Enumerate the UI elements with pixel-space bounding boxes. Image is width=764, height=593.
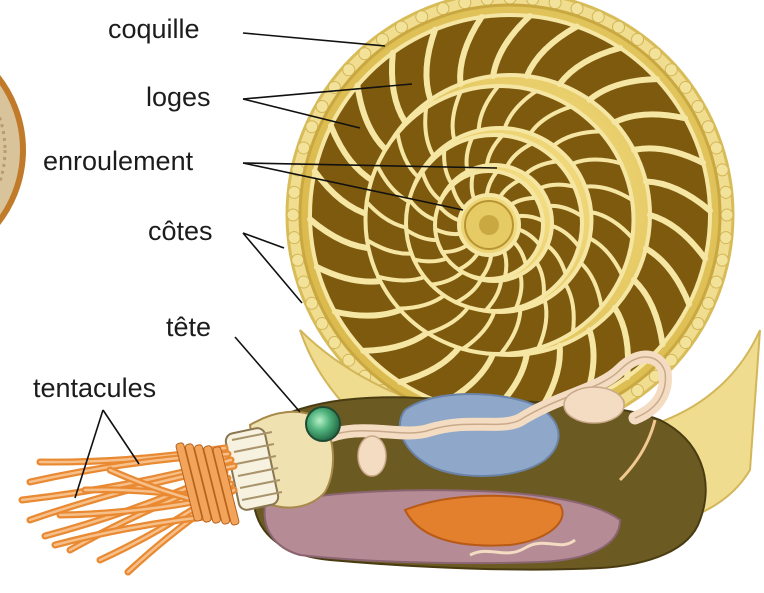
left-fossil-fragment <box>0 32 23 268</box>
rib-knob <box>288 186 300 198</box>
rib-knob <box>298 142 310 154</box>
rib-knob <box>720 232 732 244</box>
eye <box>306 407 340 441</box>
rib-knob <box>716 254 728 266</box>
rib-knob <box>459 0 471 9</box>
tentacles-group <box>22 442 240 572</box>
leader-tentacules-1 <box>75 410 103 498</box>
label-tete: tête <box>166 314 211 341</box>
rib-knob <box>549 0 561 9</box>
leader-coquille <box>243 33 385 46</box>
rib-knob <box>292 254 304 266</box>
rib-knob <box>571 3 583 15</box>
label-enroulement: enroulement <box>43 148 193 175</box>
rib-knob <box>298 276 310 288</box>
label-tentacules: tentacules <box>33 375 156 402</box>
rib-knob <box>721 209 733 221</box>
label-coquille: coquille <box>108 16 200 43</box>
rib-knob <box>710 142 722 154</box>
rib-knob <box>720 186 732 198</box>
rib-knob <box>437 3 449 15</box>
rib-knob <box>716 164 728 176</box>
label-loges: loges <box>146 84 211 111</box>
leader-tentacules-2 <box>103 410 139 464</box>
rib-knob <box>288 232 300 244</box>
leader-tete <box>235 337 300 412</box>
label-cotes: côtes <box>148 218 213 245</box>
rib-knob <box>287 209 299 221</box>
rib-knob <box>710 276 722 288</box>
head-tete <box>224 407 340 511</box>
